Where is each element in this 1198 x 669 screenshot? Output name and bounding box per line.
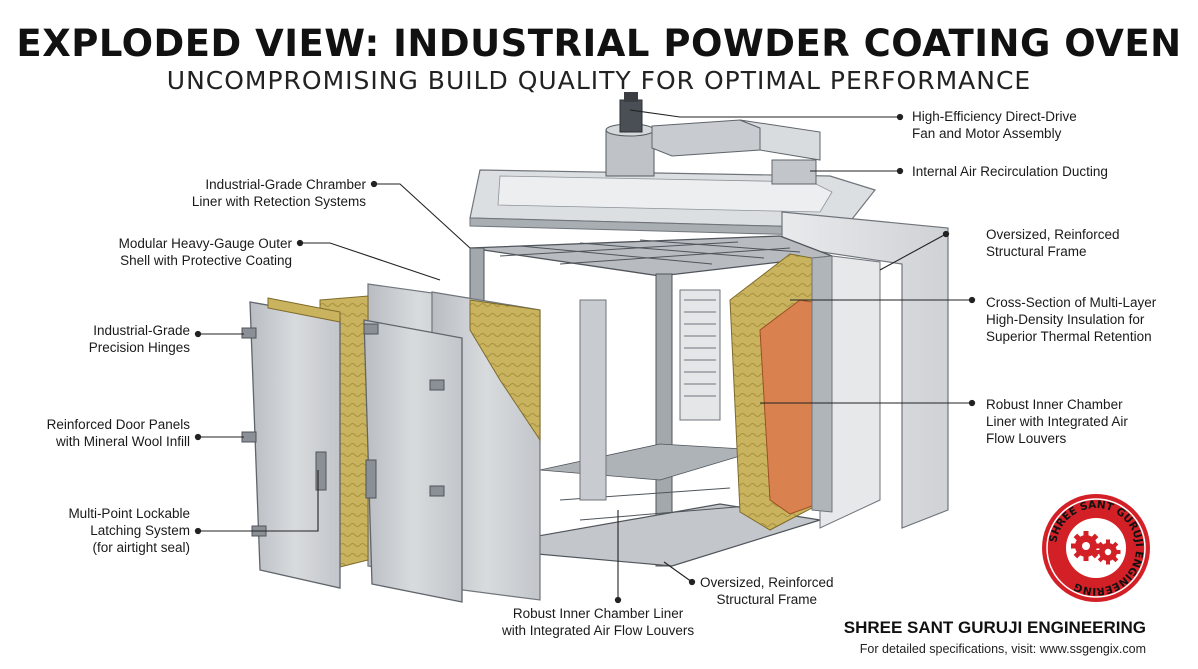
callout-outer-shell: Modular Heavy-Gauge Outer Shell with Pro… bbox=[118, 236, 292, 268]
oven-frame-body bbox=[469, 235, 833, 567]
air-flow-louvers bbox=[679, 289, 721, 421]
fan-motor-assembly bbox=[605, 92, 655, 177]
callout-hinges: Industrial-Grade Precision Hinges bbox=[88, 323, 190, 355]
callout-frame-bottom: Oversized, Reinforced Structural Frame bbox=[700, 575, 834, 607]
callout-chamber-liner: Industrial-Grade Chramber Liner with Ret… bbox=[191, 177, 366, 209]
page-title: EXPLODED VIEW: INDUSTRIAL POWDER COATING… bbox=[16, 22, 1182, 65]
callout-latching-system: Multi-Point Lockable Latching System (fo… bbox=[68, 506, 190, 555]
callout-insulation: Cross-Section of Multi-Layer High-Densit… bbox=[986, 295, 1157, 344]
callout-inner-liner-bottom: Robust Inner Chamber Liner with Integrat… bbox=[502, 606, 695, 638]
callout-fan-motor: High-Efficiency Direct-Drive Fan and Mot… bbox=[912, 109, 1077, 141]
callout-frame-right: Oversized, Reinforced Structural Frame bbox=[986, 227, 1120, 259]
callout-door-panels: Reinforced Door Panels with Mineral Wool… bbox=[46, 417, 190, 449]
door-panel-right bbox=[363, 319, 463, 603]
website-link[interactable]: For detailed specifications, visit: www.… bbox=[859, 642, 1146, 656]
callout-inner-liner-right: Robust Inner Chamber Liner with Integrat… bbox=[986, 397, 1128, 446]
callout-ducting: Internal Air Recirculation Ducting bbox=[912, 164, 1108, 179]
air-recirculation-ducting bbox=[651, 119, 821, 185]
company-name: SHREE SANT GURUJI ENGINEERING bbox=[843, 618, 1146, 637]
door-panel-left bbox=[241, 297, 341, 589]
leader-lines bbox=[194, 109, 976, 604]
insulation-cross-section bbox=[729, 253, 881, 531]
page-subtitle: UNCOMPROMISING BUILD QUALITY FOR OPTIMAL… bbox=[166, 66, 1032, 95]
company-seal-logo: SHREE SANT GURUJI ENGINEERING bbox=[1042, 494, 1150, 602]
